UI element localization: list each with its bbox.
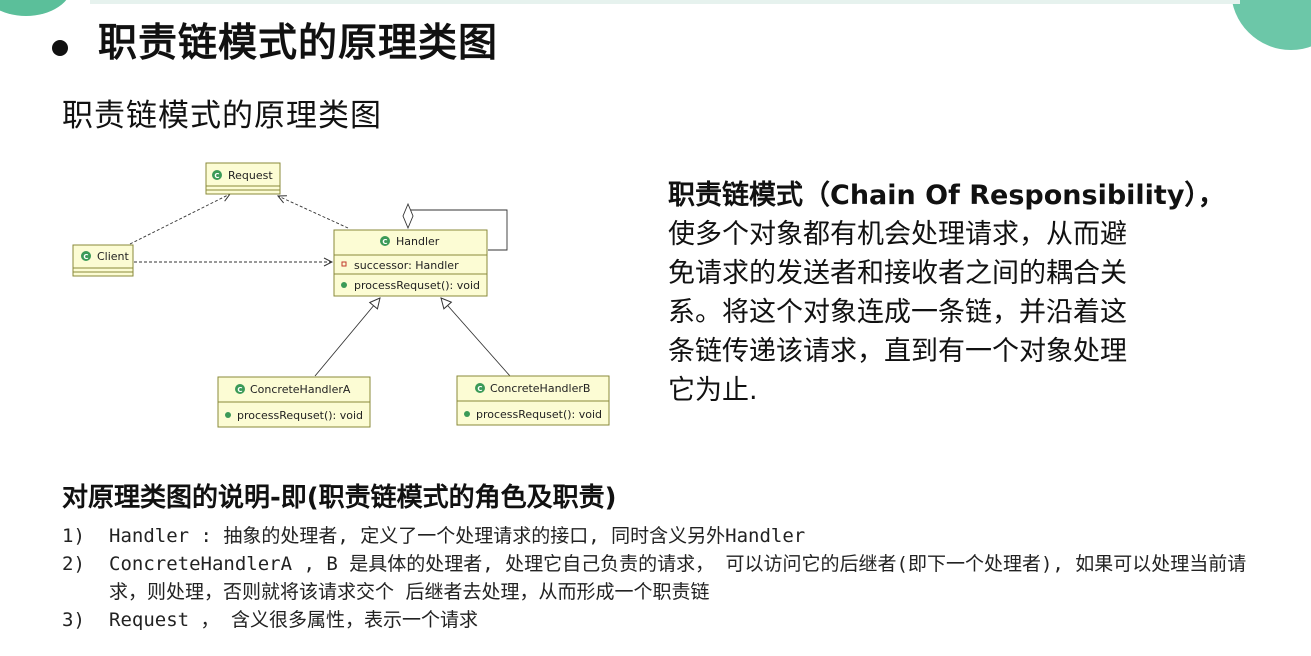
class-icon: C: [380, 236, 390, 246]
public-method-icon: [225, 412, 231, 418]
svg-text:C: C: [214, 172, 219, 180]
aggregation-diamond: [402, 202, 414, 230]
role-item: 2) ConcreteHandlerA , B 是具体的处理者, 处理它自己负责…: [62, 550, 1259, 606]
class-concrete-b-name: ConcreteHandlerB: [490, 382, 590, 395]
svg-text:C: C: [237, 386, 242, 394]
handler-attribute: successor: Handler: [354, 259, 459, 272]
corner-decoration-right: [1231, 0, 1311, 50]
class-client: C Client: [72, 244, 134, 277]
pattern-description: 职责链模式（Chain Of Responsibility）， 使多个对象都有机…: [668, 176, 1258, 410]
description-line: 它为止.: [668, 375, 758, 406]
class-request-name: Request: [228, 169, 273, 182]
class-handler-name: Handler: [396, 235, 440, 248]
concrete-a-generalization: [314, 298, 380, 377]
handler-request-dependency: [278, 196, 349, 229]
page-title: 职责链模式的原理类图: [98, 21, 499, 66]
top-decoration-strip: [90, 0, 1240, 4]
description-line: 免请求的发送者和接收者之间的耦合关: [668, 258, 1127, 289]
class-concrete-a-name: ConcreteHandlerA: [250, 383, 351, 396]
class-handler: C Handler successor: Handler processRequ…: [333, 229, 488, 297]
role-text: Handler : 抽象的处理者, 定义了一个处理请求的接口, 同时含义另外Ha…: [109, 525, 806, 547]
class-client-name: Client: [97, 250, 130, 263]
role-number: 2): [62, 553, 85, 575]
client-request-dependency: [129, 194, 230, 245]
private-field-icon: [341, 261, 347, 267]
public-method-icon: [341, 282, 347, 288]
class-request: C Request: [205, 162, 281, 195]
role-text: ConcreteHandlerA , B 是具体的处理者, 处理它自己负责的请求…: [109, 553, 1247, 603]
handler-method: processRequset(): void: [354, 279, 480, 292]
concrete-b-generalization: [441, 298, 511, 377]
class-concrete-handler-a: C ConcreteHandlerA processRequset(): voi…: [217, 376, 371, 428]
role-number: 1): [62, 525, 85, 547]
role-number: 3): [62, 609, 85, 631]
public-method-icon: [464, 411, 470, 417]
class-icon: C: [475, 383, 485, 393]
class-concrete-handler-b: C ConcreteHandlerB processRequset(): voi…: [456, 375, 610, 426]
description-line: 使多个对象都有机会处理请求，从而避: [668, 219, 1127, 250]
svg-text:C: C: [477, 385, 482, 393]
page-subtitle: 职责链模式的原理类图: [62, 98, 382, 134]
roles-title: 对原理类图的说明-即(职责链模式的角色及职责): [62, 483, 617, 513]
roles-list: 1) Handler : 抽象的处理者, 定义了一个处理请求的接口, 同时含义另…: [62, 522, 1259, 634]
svg-text:C: C: [382, 238, 387, 246]
description-heading: 职责链模式（Chain Of Responsibility），: [668, 180, 1225, 211]
class-icon: C: [81, 251, 91, 261]
concrete-a-method: processRequset(): void: [237, 409, 363, 422]
concrete-b-method: processRequset(): void: [476, 408, 602, 421]
uml-class-diagram: C Request C Client C Handler successor: …: [72, 162, 610, 428]
corner-decoration-left: [0, 0, 72, 16]
description-line: 条链传递该请求，直到有一个对象处理: [668, 336, 1127, 367]
role-item: 1) Handler : 抽象的处理者, 定义了一个处理请求的接口, 同时含义另…: [62, 522, 1259, 550]
role-text: Request ， 含义很多属性，表示一个请求: [109, 609, 478, 631]
role-item: 3) Request ， 含义很多属性，表示一个请求: [62, 606, 1259, 634]
class-icon: C: [212, 170, 222, 180]
description-line: 系。将这个对象连成一条链，并沿着这: [668, 297, 1127, 328]
svg-text:C: C: [83, 253, 88, 261]
class-icon: C: [235, 384, 245, 394]
title-bullet: [52, 40, 68, 56]
